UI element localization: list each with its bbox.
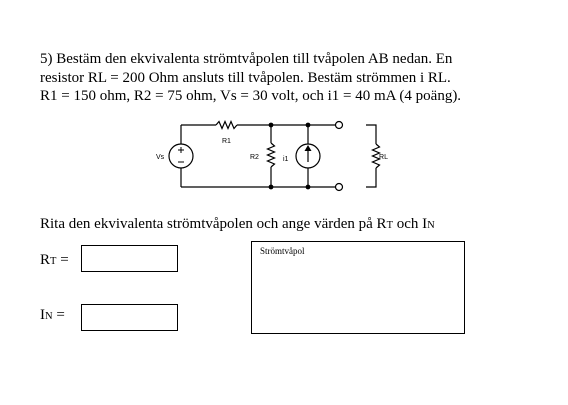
in-label-eq: = [52, 307, 65, 323]
i1-arrow-head [304, 145, 312, 151]
rl-wire-bottom [366, 168, 377, 188]
in-label-main: I [40, 307, 45, 323]
r2-resistor [265, 142, 277, 168]
r1-label: R1 [222, 138, 231, 145]
in-answer-field[interactable] [81, 304, 178, 331]
terminal-a [334, 120, 344, 130]
rt-label-main: R [40, 252, 51, 268]
in-label-sub: N [45, 311, 53, 322]
problem-line-1: 5) Bestäm den ekvivalenta strömtvåpolen … [40, 51, 453, 67]
rt-label-sub: T [50, 256, 57, 267]
r1-resistor [215, 119, 238, 131]
instruction-mid: och I [392, 216, 428, 232]
instruction-text: Rita den ekvivalenta strömtvåpolen och a… [40, 216, 387, 232]
terminal-b [334, 182, 344, 192]
instruction: Rita den ekvivalenta strömtvåpolen och a… [40, 216, 435, 233]
rt-answer-field[interactable] [81, 245, 178, 272]
problem-statement: 5) Bestäm den ekvivalenta strömtvåpolen … [40, 50, 540, 106]
rl-label: RL [379, 154, 388, 161]
junction-dot [305, 122, 311, 128]
i1-label: i1 [283, 156, 289, 163]
rl-wire-top [366, 124, 377, 144]
circuit-diagram: Vs R1 R2 i1 RL [156, 119, 388, 192]
rt-label: RT = [40, 252, 69, 269]
junction-dot [268, 122, 274, 128]
drawing-area-label: Strömtvåpol [260, 246, 305, 256]
r2-label: R2 [250, 154, 259, 161]
junction-dot [268, 184, 274, 190]
problem-line-2: resistor RL = 200 Ohm ansluts till tvåpo… [40, 69, 451, 86]
instruction-sub-t: T [386, 220, 393, 231]
junction-dot [305, 184, 311, 190]
drawing-area[interactable]: Strömtvåpol [251, 241, 465, 334]
instruction-sub-n: N [427, 220, 435, 231]
voltage-source-vs [168, 143, 194, 169]
vs-label: Vs [156, 154, 165, 161]
in-label: IN = [40, 307, 65, 324]
problem-line-3: R1 = 150 ohm, R2 = 75 ohm, Vs = 30 volt,… [40, 88, 462, 104]
rl-resistor [370, 143, 382, 169]
rt-label-eq: = [56, 252, 69, 268]
